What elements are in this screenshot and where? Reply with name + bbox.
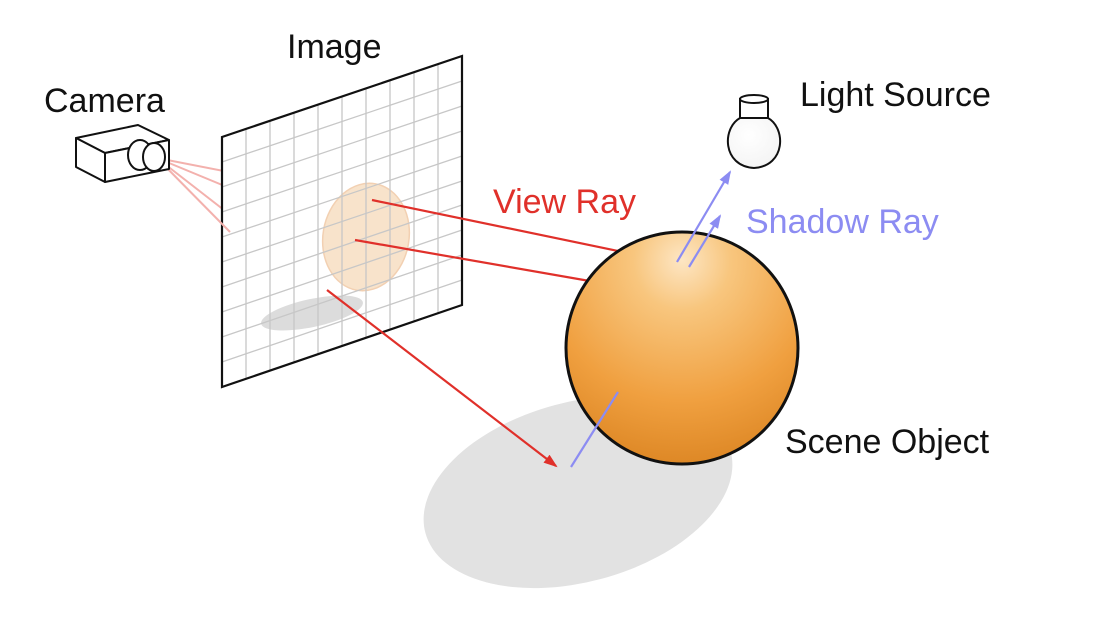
faint-ray-low (156, 157, 231, 233)
image-grid (221, 64, 463, 379)
camera-label: Camera (44, 82, 165, 120)
shadow-rays (570, 170, 732, 468)
view-ray-label: View Ray (493, 183, 636, 221)
camera-icon (75, 124, 170, 183)
light-source-label: Light Source (800, 76, 991, 114)
scene-object-label: Scene Object (785, 423, 990, 461)
image-label: Image (287, 28, 382, 66)
projected-shadow (261, 295, 363, 331)
image-plane (220, 54, 464, 389)
scene-object-sphere (564, 230, 800, 466)
light-bulb-icon (726, 94, 782, 170)
shadow-ray-label: Shadow Ray (746, 203, 939, 241)
